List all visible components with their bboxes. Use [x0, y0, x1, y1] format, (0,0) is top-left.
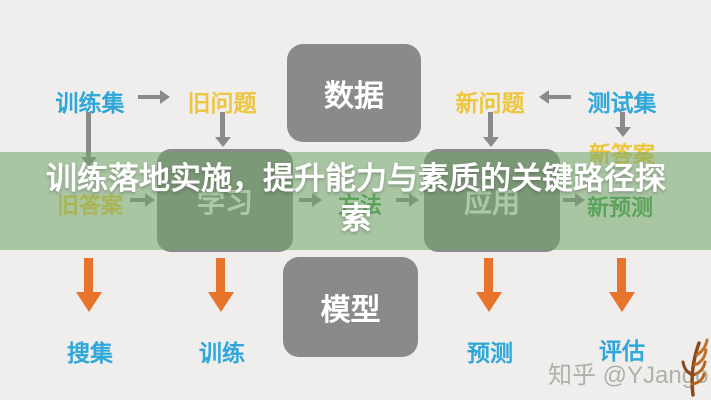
title-overlay-band	[0, 152, 711, 250]
node-predict: 预测	[467, 340, 513, 366]
arrow-down-newquestion-to-apply-icon	[488, 112, 493, 137]
arrow-left-testset-to-newquestion-icon	[549, 95, 571, 99]
node-evaluate: 评估	[599, 338, 645, 364]
arrow-down-orange-collect-icon	[84, 258, 93, 292]
arrow-down-oldquestion-to-learn-icon	[220, 112, 225, 137]
yjango-leaf-logo-icon	[678, 337, 710, 400]
arrow-down-testset-to-newanswer-icon	[620, 112, 625, 127]
arrow-right-trainset-to-oldquestion-icon	[138, 95, 160, 99]
node-data-box: 数据	[287, 44, 421, 142]
zhihu-watermark: 知乎 @YJango	[548, 362, 709, 389]
node-train: 训练	[199, 340, 245, 366]
banner-title: 训练落地实施，提升能力与素质的关键路径探索	[46, 161, 666, 236]
arrow-down-orange-evaluate-icon	[617, 258, 626, 292]
arrow-down-orange-predict-icon	[484, 258, 493, 292]
node-model-box: 模型	[283, 257, 418, 357]
arrow-down-trainset-to-oldanswer-icon	[86, 112, 91, 157]
node-collect: 搜集	[67, 340, 113, 366]
arrow-down-orange-train-icon	[216, 258, 225, 292]
